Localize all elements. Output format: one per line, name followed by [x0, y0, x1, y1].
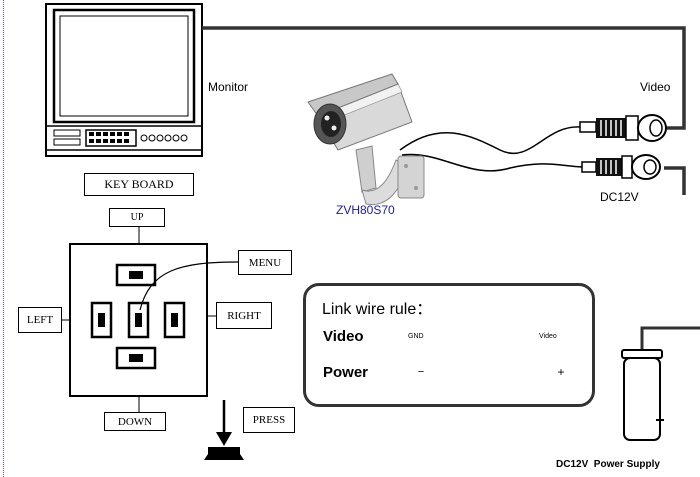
video-connector-icon	[579, 114, 667, 142]
monitor-label: Monitor	[208, 80, 249, 94]
video-rule-label: Video	[323, 328, 364, 345]
keyboard-title: KEY BOARD	[84, 173, 194, 196]
minus-sign: −	[417, 366, 425, 378]
plus-sign: +	[557, 365, 565, 379]
power-rule-label: Power	[323, 364, 369, 381]
link-wire-rule-panel	[303, 283, 595, 407]
menu-label: MENU	[238, 250, 292, 275]
power-supply-label: DC12V Power Supply	[556, 459, 660, 470]
press-arrow-icon	[204, 400, 244, 460]
camera-icon	[307, 73, 425, 206]
monitor-icon	[45, 3, 203, 157]
down-label: DOWN	[104, 412, 166, 431]
left-label: LEFT	[18, 307, 62, 333]
dc-connector-icon	[581, 154, 661, 180]
video-label: Video	[640, 80, 671, 94]
gnd-label: GND	[408, 333, 424, 340]
press-label: PRESS	[243, 407, 295, 433]
up-label: UP	[109, 208, 165, 227]
camera-model-label: ZVH80S70	[336, 203, 395, 217]
power-supply-icon	[621, 349, 664, 441]
link-wire-rule-title: Link wire rule：	[322, 301, 433, 318]
page-left-dotted-border	[3, 0, 4, 477]
right-label: RIGHT	[216, 302, 272, 329]
dc12v-label: DC12V	[600, 190, 639, 204]
keyboard-pad-icon	[62, 226, 239, 412]
video-end-label: Video	[539, 333, 557, 340]
